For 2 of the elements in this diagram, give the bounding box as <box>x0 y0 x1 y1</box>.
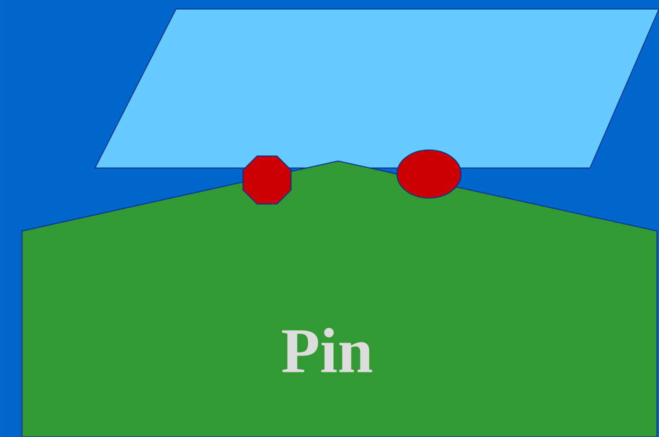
ellipse-marker <box>396 150 462 198</box>
octagon-marker <box>242 155 292 205</box>
